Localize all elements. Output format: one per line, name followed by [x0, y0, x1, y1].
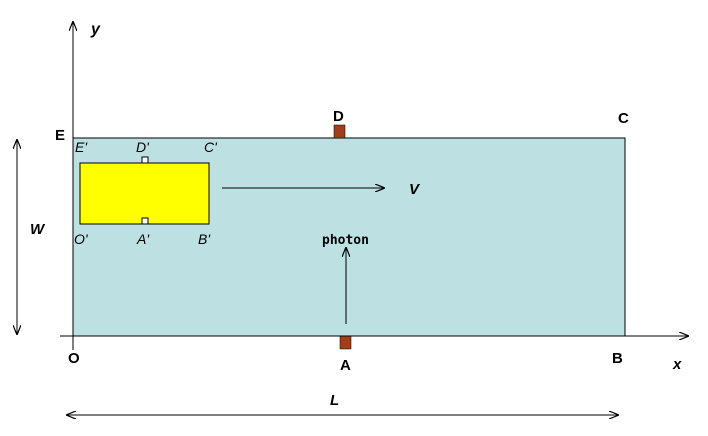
- label-a-prime: A': [136, 231, 150, 247]
- label-a: A: [340, 357, 351, 374]
- label-e: E: [55, 127, 65, 144]
- label-c-prime: C': [204, 139, 218, 155]
- label-length: L: [330, 392, 339, 409]
- label-b-prime: B': [198, 231, 211, 247]
- detector-a: [339, 335, 352, 350]
- moving-frame: [79, 162, 210, 225]
- label-velocity: V: [409, 181, 421, 198]
- label-d-prime: D': [136, 139, 150, 155]
- mirror-a-prime: [141, 217, 149, 225]
- mirror-d-prime: [141, 156, 149, 164]
- label-photon: photon: [322, 233, 369, 248]
- label-e-prime: E': [75, 139, 88, 155]
- label-b: B: [612, 350, 623, 367]
- label-c: C: [618, 110, 629, 127]
- label-d: D: [333, 108, 344, 125]
- y-axis-label: y: [90, 21, 101, 38]
- detector-d: [333, 124, 346, 139]
- label-width: W: [30, 221, 46, 238]
- x-axis-label: x: [672, 356, 682, 373]
- label-o-prime: O': [74, 231, 89, 247]
- label-origin: O: [68, 350, 80, 367]
